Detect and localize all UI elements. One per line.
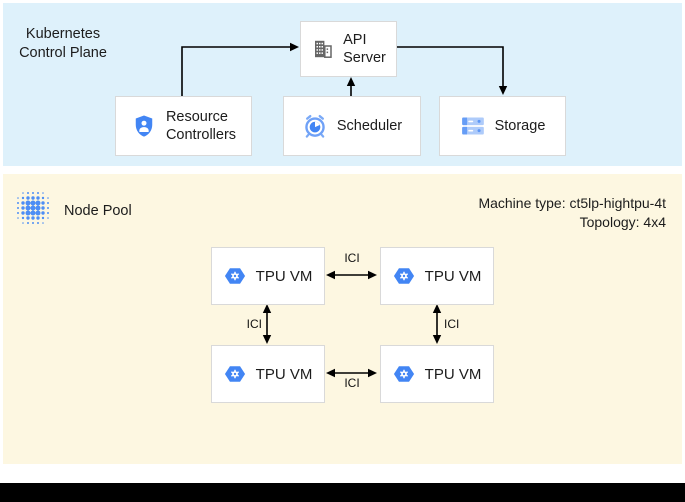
alarm-clock-icon [305, 114, 325, 138]
hexagon-gear-icon [393, 366, 414, 382]
tpu-vm-node-top-right: TPU VM [380, 247, 494, 305]
tpu-vm-node-bottom-left: TPU VM [211, 345, 325, 403]
tpu-vm-node-bottom-right: TPU VM [380, 345, 494, 403]
api-server-label: API Server [343, 32, 386, 66]
machine-type-text: Machine type: ct5lp-hightpu-4t [478, 195, 666, 211]
resource-controllers-label: Resource Controllers [165, 109, 237, 143]
control-plane-title-line1: Kubernetes [25, 26, 101, 42]
dot-grid-icon [17, 192, 49, 224]
ici-label-left: ICI [246, 317, 262, 331]
node-pool-panel [3, 174, 682, 464]
tpu-vm-label: TPU VM [255, 267, 313, 285]
ici-label-right: ICI [444, 317, 460, 331]
storage-node: Storage [439, 96, 566, 156]
api-server-node: API Server [300, 21, 397, 77]
node-pool-title: Node Pool [64, 203, 132, 219]
ici-label-top: ICI [344, 251, 360, 265]
tpu-vm-label: TPU VM [424, 365, 482, 383]
tpu-vm-node-top-left: TPU VM [211, 247, 325, 305]
storage-disks-icon [461, 117, 484, 135]
hexagon-gear-icon [224, 268, 245, 284]
control-plane-title-line2: Control Plane [19, 45, 107, 61]
node-pool-meta: Machine type: ct5lp-hightpu-4t Topology:… [478, 194, 666, 231]
topology-text: Topology: 4x4 [579, 213, 666, 230]
resource-controllers-node: Resource Controllers [115, 96, 252, 156]
tpu-vm-label: TPU VM [255, 365, 313, 383]
ici-label-bottom: ICI [344, 376, 360, 390]
control-plane-title: Kubernetes Control Plane [8, 25, 118, 63]
hexagon-gear-icon [393, 268, 414, 284]
tpu-vm-label: TPU VM [424, 267, 482, 285]
scheduler-node: Scheduler [283, 96, 421, 156]
storage-label: Storage [494, 118, 546, 134]
shield-user-icon [135, 115, 153, 137]
building-icon [315, 40, 332, 58]
hexagon-gear-icon [224, 366, 245, 382]
bottom-black-bar [0, 483, 685, 502]
scheduler-label: Scheduler [336, 118, 403, 134]
